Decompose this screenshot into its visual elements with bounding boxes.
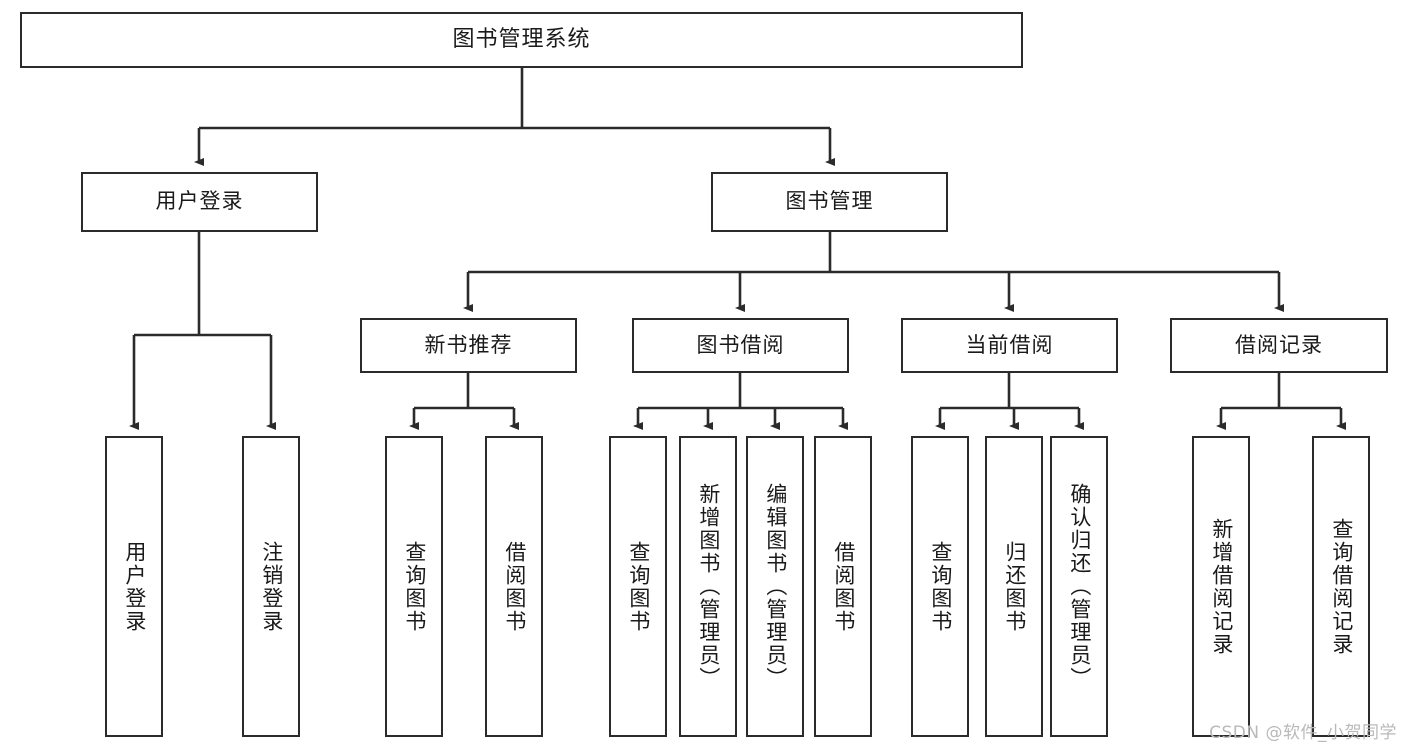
node-leaf-user-login[interactable]: 用户登录 bbox=[105, 436, 163, 737]
node-current-borrow[interactable]: 当前借阅 bbox=[901, 318, 1118, 373]
node-leaf-confirm-return-label: 确认归还（管理员） bbox=[1067, 483, 1092, 690]
node-leaf-borrow-book[interactable]: 借阅图书 bbox=[814, 436, 872, 737]
node-root[interactable]: 图书管理系统 bbox=[20, 12, 1023, 68]
node-leaf-query-book-recommend-label: 查询图书 bbox=[402, 540, 427, 633]
node-book-borrow[interactable]: 图书借阅 bbox=[632, 318, 849, 373]
node-new-book-recommend-label: 新书推荐 bbox=[424, 332, 513, 357]
node-user-login[interactable]: 用户登录 bbox=[81, 172, 318, 232]
node-leaf-return-book[interactable]: 归还图书 bbox=[985, 436, 1043, 737]
node-leaf-edit-book[interactable]: 编辑图书（管理员） bbox=[746, 436, 804, 737]
node-leaf-borrow-book-label: 借阅图书 bbox=[831, 540, 856, 633]
node-leaf-borrow-book-recommend[interactable]: 借阅图书 bbox=[485, 436, 543, 737]
node-user-login-label: 用户登录 bbox=[155, 189, 244, 214]
node-leaf-query-book-current-label: 查询图书 bbox=[928, 540, 953, 633]
node-book-borrow-label: 图书借阅 bbox=[696, 332, 785, 357]
node-leaf-query-book-borrow[interactable]: 查询图书 bbox=[609, 436, 667, 737]
node-leaf-add-record[interactable]: 新增借阅记录 bbox=[1192, 436, 1250, 737]
node-leaf-return-book-label: 归还图书 bbox=[1002, 540, 1027, 633]
node-borrow-record-label: 借阅记录 bbox=[1235, 332, 1323, 357]
node-leaf-logout[interactable]: 注销登录 bbox=[242, 436, 300, 737]
node-new-book-recommend[interactable]: 新书推荐 bbox=[360, 318, 577, 373]
node-leaf-add-book[interactable]: 新增图书（管理员） bbox=[679, 436, 737, 737]
node-leaf-query-record[interactable]: 查询借阅记录 bbox=[1312, 436, 1370, 737]
node-current-borrow-label: 当前借阅 bbox=[965, 332, 1054, 357]
node-leaf-query-book-current[interactable]: 查询图书 bbox=[911, 436, 969, 737]
node-leaf-borrow-book-recommend-label: 借阅图书 bbox=[502, 540, 527, 633]
node-leaf-query-record-label: 查询借阅记录 bbox=[1329, 517, 1354, 656]
node-book-manage-label: 图书管理 bbox=[785, 189, 874, 214]
node-book-manage[interactable]: 图书管理 bbox=[711, 172, 948, 232]
node-leaf-logout-label: 注销登录 bbox=[259, 540, 284, 633]
node-borrow-record[interactable]: 借阅记录 bbox=[1170, 318, 1388, 373]
node-leaf-confirm-return[interactable]: 确认归还（管理员） bbox=[1050, 436, 1108, 737]
node-leaf-user-login-label: 用户登录 bbox=[122, 540, 147, 633]
node-root-label: 图书管理系统 bbox=[452, 26, 591, 52]
node-leaf-add-book-label: 新增图书（管理员） bbox=[696, 483, 721, 690]
node-leaf-add-record-label: 新增借阅记录 bbox=[1209, 517, 1234, 656]
node-leaf-query-book-borrow-label: 查询图书 bbox=[626, 540, 651, 633]
node-leaf-query-book-recommend[interactable]: 查询图书 bbox=[385, 436, 443, 737]
node-leaf-edit-book-label: 编辑图书（管理员） bbox=[763, 483, 788, 690]
